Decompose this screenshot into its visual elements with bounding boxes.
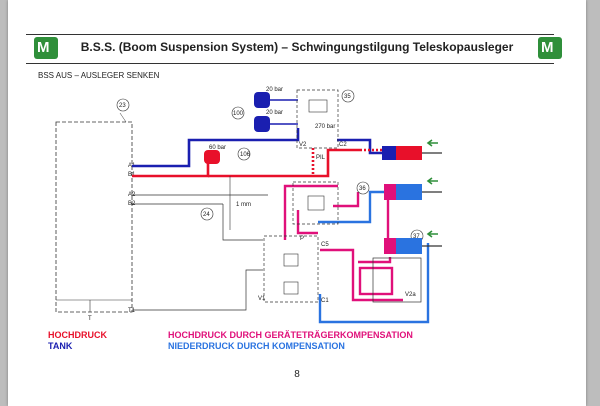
callout-24	[200, 207, 214, 221]
hp-line-main	[208, 148, 360, 178]
callout-100	[231, 106, 245, 120]
port-t1-label: T1	[128, 308, 136, 314]
brand-logo-left: M	[34, 37, 58, 59]
compensation-lines	[283, 184, 403, 302]
legend-high-pressure: HOCHDRUCK	[48, 330, 107, 340]
valve-block-37	[263, 235, 319, 303]
header-band	[26, 34, 554, 64]
arrow-left-icon	[426, 139, 438, 147]
accumulator-106	[204, 150, 220, 164]
port-c1-label: C1	[321, 298, 329, 304]
cylinder-mid-body	[396, 184, 422, 200]
arrow-left-icon	[426, 177, 438, 185]
neutral-lines	[132, 194, 268, 311]
legend-low-pressure-compensation: NIEDERDRUCK DURCH KOMPENSATION	[168, 341, 345, 351]
brand-logo-right: M	[538, 37, 562, 59]
comp-line-lower	[320, 248, 403, 302]
comp-loop	[358, 266, 394, 296]
callout-35	[341, 89, 355, 103]
valve-block-36	[292, 181, 339, 225]
pressure-label-1: 20 bar	[266, 87, 283, 93]
tank-line-a1	[132, 128, 300, 168]
comp-line-mid	[296, 210, 318, 235]
port-p-label: P	[300, 236, 304, 242]
valve-36-spool	[307, 195, 325, 211]
comp-line-upper-right	[333, 192, 360, 208]
port-c2-label: C2	[339, 142, 347, 148]
callout-leader-23	[119, 112, 127, 123]
pressure-label-2: 20 bar	[266, 110, 283, 116]
valve-block-35	[296, 89, 339, 149]
pressure-label-270: 270 bar	[315, 124, 335, 130]
orifice-label: 1 mm	[236, 202, 251, 208]
cylinder-bottom-body	[396, 238, 422, 254]
port-c5-label: C5	[321, 242, 329, 248]
pressure-label-60: 60 bar	[209, 145, 226, 151]
lp-line-lower	[318, 243, 430, 324]
accumulator-1	[254, 92, 270, 108]
port-t-label: T	[88, 316, 92, 322]
callout-23	[116, 98, 130, 112]
port-v2a-label: V2a	[405, 292, 416, 298]
main-valve-block	[55, 121, 133, 313]
accumulator-2	[254, 116, 270, 132]
callout-35-label: 35	[344, 94, 351, 100]
page-title: B.S.S. (Boom Suspension System) – Schwin…	[80, 40, 514, 54]
cylinder-top	[382, 139, 442, 160]
callout-100-label: 100	[233, 111, 244, 117]
page-number: 8	[294, 369, 300, 380]
valve-37-lower	[283, 281, 299, 295]
port-v2-label: V2	[299, 142, 307, 148]
accumulator-group: 20 bar 20 bar 100	[231, 87, 298, 132]
high-pressure-lines	[132, 148, 388, 178]
port-pil-label: PIL	[316, 155, 326, 161]
hp-line-b1	[132, 160, 210, 178]
callout-36-label: 36	[359, 186, 366, 192]
cylinder-top-cap	[382, 146, 396, 160]
cylinder-mid	[384, 177, 442, 200]
port-v1-label: V1	[258, 296, 266, 302]
diagram-subtitle: BSS AUS – AUSLEGER SENKEN	[38, 71, 160, 80]
callout-36	[356, 181, 370, 195]
line-t1	[132, 269, 263, 311]
legend-high-pressure-compensation: HOCHDRUCK DURCH GERÄTETRÄGERKOMPENSATION	[168, 330, 413, 340]
arrow-left-icon	[426, 230, 438, 238]
cylinder-bottom	[384, 230, 442, 254]
callout-106-label: 106	[240, 152, 251, 158]
legend-tank: TANK	[48, 341, 73, 351]
valve-37-upper	[283, 253, 299, 267]
callout-23-label: 23	[119, 103, 126, 109]
document-page: M M B.S.S. (Boom Suspension System) – Sc…	[8, 0, 586, 406]
cylinder-bottom-cap	[384, 238, 396, 254]
low-pressure-lines	[318, 190, 430, 324]
comp-line-cyl3	[358, 257, 392, 264]
callout-106	[237, 147, 251, 161]
cylinder-top-body	[396, 146, 422, 160]
callout-24-label: 24	[203, 212, 210, 218]
valve-35-solenoid	[308, 99, 328, 113]
hydraulic-schematic: 23 A1 B1 A2 B2 T T1	[55, 87, 442, 324]
cylinder-mid-cap	[384, 184, 396, 200]
valve-block-lower-right	[372, 257, 422, 303]
tank-lines	[132, 128, 390, 168]
callout-37-label: 37	[413, 234, 420, 240]
tank-line-to-cyl	[337, 138, 390, 155]
comp-line-upper	[283, 184, 338, 240]
line-b2-to-block	[222, 204, 263, 241]
lp-line-upper	[318, 190, 390, 224]
